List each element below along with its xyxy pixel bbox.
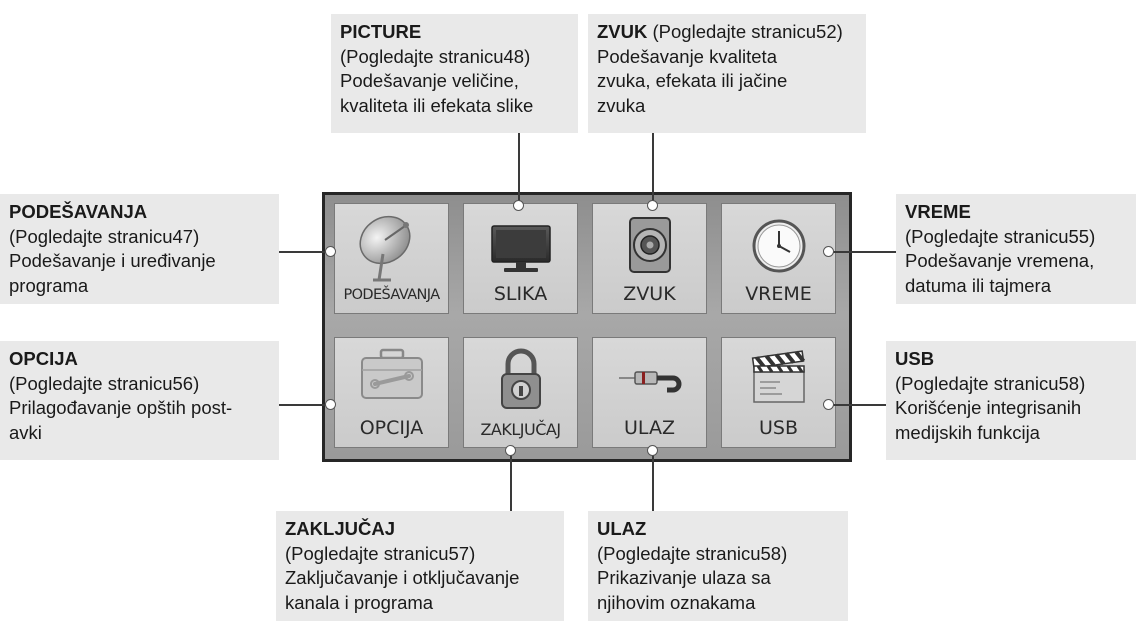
callout-ulaz: ULAZ (Pogledajte stranicu58) Prikazivanj…	[588, 511, 848, 621]
connector-dot	[823, 399, 834, 410]
connector-line	[279, 251, 331, 253]
callout-usb: USB (Pogledajte stranicu58) Korišćenje i…	[886, 341, 1136, 460]
callout-title: ULAZ	[597, 518, 647, 539]
callout-text: (Pogledajte stranicu58)	[597, 542, 788, 564]
menu-tile-podesavanja[interactable]: PODEŠAVANJA	[334, 203, 449, 314]
menu-tile-label: USB	[758, 417, 798, 439]
menu-tile-label: VREME	[745, 283, 812, 305]
tv-monitor-icon	[491, 225, 551, 272]
callout-podesavanja: PODEŠAVANJA (Pogledajte stranicu47) Pode…	[0, 194, 279, 304]
callout-title: PODEŠAVANJA	[9, 201, 148, 222]
callout-title: USB	[895, 348, 935, 369]
cable-plug-icon	[619, 371, 682, 393]
connector-dot	[325, 246, 336, 257]
connector-dot	[513, 200, 524, 211]
connector-dot	[823, 246, 834, 257]
callout-text: zvuka	[597, 94, 646, 116]
callout-picture: PICTURE (Pogledajte stranicu48) Podešava…	[331, 14, 578, 133]
connector-dot	[647, 445, 658, 456]
connector-line	[652, 133, 654, 206]
callout-text: (Pogledajte stranicu48)	[340, 45, 531, 67]
callout-heading-line: ZVUK (Pogledajte stranicu52)	[597, 20, 857, 45]
connector-dot	[505, 445, 516, 456]
callout-title: OPCIJA	[9, 348, 78, 369]
callout-text: (Pogledajte stranicu57)	[285, 542, 476, 564]
callout-text: Korišćenje integrisanih	[895, 397, 1082, 418]
callout-opcija: OPCIJA (Pogledajte stranicu56) Prilagođa…	[0, 341, 279, 460]
satellite-dish-icon	[359, 215, 411, 282]
callout-zakljucaj: ZAKLJUČAJ (Pogledajte stranicu57) Zaklju…	[276, 511, 564, 621]
clapperboard-icon	[751, 350, 806, 403]
connector-dot	[325, 399, 336, 410]
callout-text: programa	[9, 274, 89, 296]
connector-dot	[647, 200, 658, 211]
menu-tile-usb[interactable]: USB	[721, 337, 836, 448]
callout-vreme: VREME (Pogledajte stranicu55) Podešavanj…	[896, 194, 1136, 304]
callout-title: ZAKLJUČAJ	[285, 518, 395, 539]
menu-tile-label: ZAKLJUČAJ	[480, 420, 561, 439]
callout-title: ZVUK	[597, 21, 648, 42]
connector-line	[279, 404, 331, 406]
menu-tile-ulaz[interactable]: ULAZ	[592, 337, 707, 448]
callout-text: (Pogledajte stranicu56)	[9, 372, 200, 394]
callout-text: datuma ili tajmera	[905, 274, 1052, 296]
callout-title-suffix: (Pogledajte stranicu52)	[647, 21, 843, 42]
menu-tile-zvuk[interactable]: ZVUK	[592, 203, 707, 314]
callout-text: Podešavanje veličine,	[340, 70, 519, 91]
callout-text: medijskih funkcija	[895, 421, 1040, 443]
callout-title: VREME	[905, 201, 971, 222]
menu-tile-label: ZVUK	[623, 283, 676, 305]
menu-tile-label: PODEŠAVANJA	[343, 287, 440, 303]
menu-tile-label: SLIKA	[493, 283, 548, 305]
callout-text: (Pogledajte stranicu58)	[895, 372, 1086, 394]
main-menu-panel: PODEŠAVANJA SLIKA ZVUK	[322, 192, 852, 462]
callout-text: Podešavanje i uređivanje	[9, 250, 216, 271]
connector-line	[830, 404, 886, 406]
menu-tile-opcija[interactable]: OPCIJA	[334, 337, 449, 448]
connector-line	[518, 133, 520, 206]
callout-text: (Pogledajte stranicu55)	[905, 225, 1096, 247]
menu-tile-label: OPCIJA	[359, 417, 424, 439]
connector-line	[510, 452, 512, 511]
callout-text: Podešavanje kvaliteta	[597, 45, 777, 67]
callout-text: zvuka, efekata ili jačine	[597, 70, 788, 91]
callout-text: Zaključavanje i otključavanje	[285, 567, 520, 588]
callout-text: Prilagođavanje opštih post-	[9, 397, 233, 418]
connector-line	[830, 251, 896, 253]
callout-text: kvaliteta ili efekata slike	[340, 94, 534, 116]
callout-text: njihovim oznakama	[597, 591, 756, 613]
callout-text: Prikazivanje ulaza sa	[597, 567, 771, 588]
callout-text: (Pogledajte stranicu47)	[9, 225, 200, 247]
menu-tile-label: ULAZ	[624, 417, 675, 439]
clock-icon	[752, 219, 806, 273]
menu-tile-slika[interactable]: SLIKA	[463, 203, 578, 314]
padlock-icon	[501, 348, 541, 409]
callout-text: Podešavanje vremena,	[905, 250, 1095, 271]
callout-title: PICTURE	[340, 21, 422, 42]
menu-tile-zakljucaj[interactable]: ZAKLJUČAJ	[463, 337, 578, 448]
speaker-icon	[629, 217, 671, 273]
menu-tile-vreme[interactable]: VREME	[721, 203, 836, 314]
toolbox-icon	[361, 348, 423, 399]
connector-line	[652, 452, 654, 511]
callout-zvuk: ZVUK (Pogledajte stranicu52) Podešavanje…	[588, 14, 866, 133]
callout-text: kanala i programa	[285, 591, 434, 613]
callout-text: avki	[9, 421, 42, 443]
